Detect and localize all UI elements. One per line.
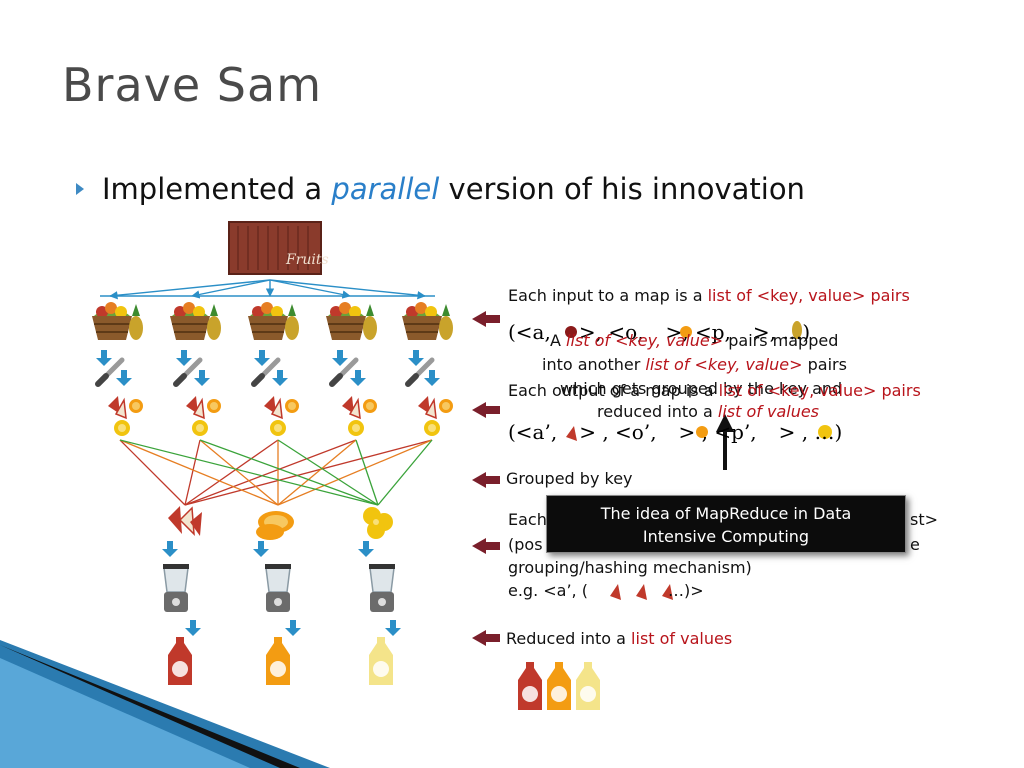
reduced-annotation: Reduced into a list of values <box>506 629 733 648</box>
slide-title: Brave Sam <box>62 58 323 112</box>
output-pair-list: (<a’,> , <o’,> , <p’,> , …) <box>508 420 843 444</box>
pointer-arrow-icon <box>472 402 500 418</box>
up-arrow-icon <box>716 414 734 470</box>
reducer-note-line4: e.g. <a’, (…)> <box>508 581 704 600</box>
map-stage <box>96 350 440 386</box>
reducer-note-line3: grouping/hashing mechanism) <box>508 558 752 577</box>
grouped-fruits <box>168 506 393 540</box>
input-annotation: Each input to a map is a list of <key, v… <box>508 286 910 305</box>
mapped-note-line4: reduced into a list of values <box>597 402 820 421</box>
pineapple-slice-glyph-icon <box>818 425 832 439</box>
bullet-text-post: version of his innovation <box>439 172 805 206</box>
callout-line2: Intensive Computing <box>642 527 810 546</box>
apple-glyph-icon <box>565 326 577 338</box>
reducer-note-line2-end: e <box>910 535 920 554</box>
pointer-arrow-icon <box>472 311 500 327</box>
mapped-note-line1: A list of <key, value> pairs mapped <box>550 331 839 350</box>
mapped-note-line2: into another list of <key, value> pairs <box>542 355 847 374</box>
fruits-label: Fruits <box>285 252 329 268</box>
distribution-lines <box>100 279 435 300</box>
apple-slices-icon <box>168 506 202 536</box>
orange-slice-glyph-icon <box>696 426 708 438</box>
pointer-arrow-icon <box>472 538 500 554</box>
bullet-text-emph: parallel <box>331 172 440 206</box>
mapreduce-callout: The idea of MapReduce in Data Intensive … <box>546 495 906 553</box>
apple-slices-example-icon <box>610 584 673 600</box>
apple-slice-glyph-icon <box>566 426 577 441</box>
reducer-note-line1-start: Each <box>508 510 547 529</box>
shuffle-lines <box>119 439 433 506</box>
reducer-note-line2-start: (pos <box>508 535 543 554</box>
mapped-note-line3: which gets grouped by the key and <box>560 379 843 398</box>
pointer-arrow-icon <box>472 472 500 488</box>
output-annotation: Each output of a map is a list of <key, … <box>508 381 921 400</box>
reducer-note-line1-end: st> <box>910 510 939 529</box>
input-pair-list: (<a,>, <o,>, <p,>, …) <box>508 320 811 344</box>
bullet-point: Implemented a parallel version of his in… <box>76 172 805 206</box>
reduce-arrows <box>162 541 401 636</box>
orange-slices-icon <box>256 511 294 540</box>
callout-line1: The idea of MapReduce in Data <box>600 504 852 523</box>
fruits-container-icon: Fruits <box>228 221 329 275</box>
pointer-arrow-icon <box>472 630 500 646</box>
orange-glyph-icon <box>680 326 692 338</box>
grouped-annotation: Grouped by key <box>506 469 633 488</box>
pineapple-slices-icon <box>363 507 393 539</box>
bullet-marker-icon <box>76 183 84 195</box>
bullet-text-pre: Implemented a <box>102 172 332 206</box>
pineapple-glyph-icon <box>792 321 802 339</box>
